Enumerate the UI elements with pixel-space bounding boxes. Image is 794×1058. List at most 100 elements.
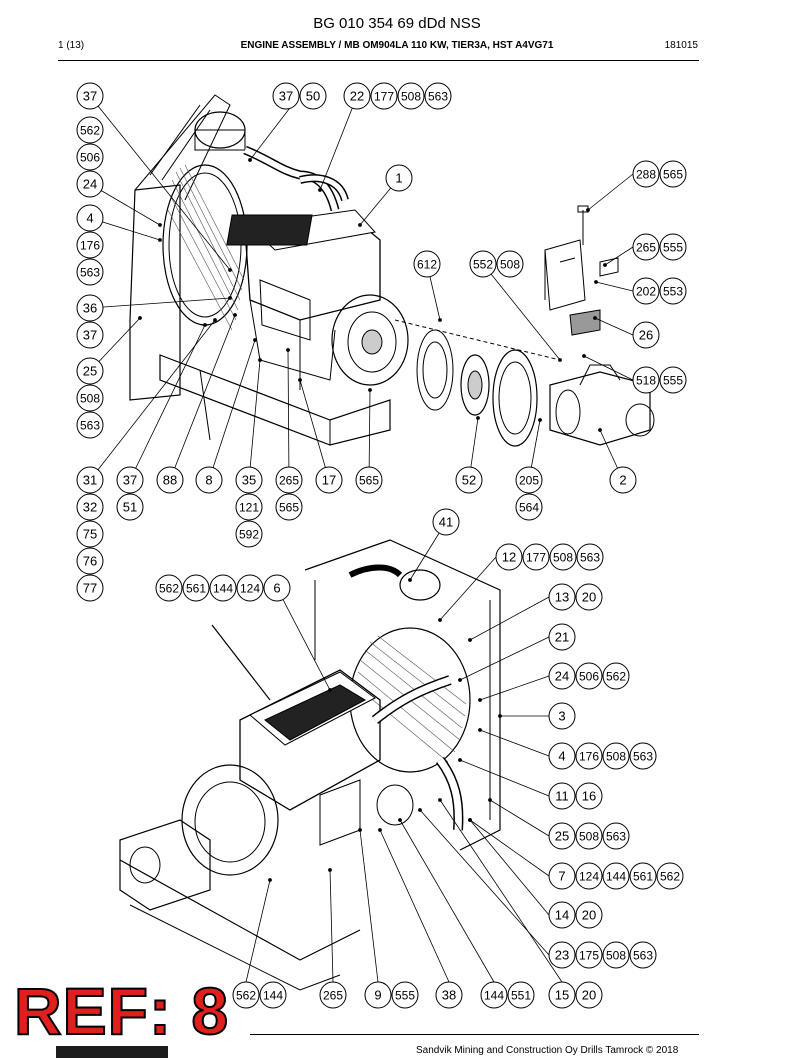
- callout-circle: [659, 366, 687, 394]
- callout-circle: [76, 493, 104, 521]
- leader-endpoint: [498, 714, 502, 718]
- callout-circle: [575, 583, 603, 611]
- callout-number: 76: [83, 554, 97, 569]
- callout-circle: [507, 981, 535, 1009]
- callout-circle: [469, 250, 497, 278]
- callout-number: 144: [606, 870, 626, 884]
- callout-group: 76: [76, 547, 104, 575]
- leader-line: [379, 829, 450, 983]
- leader-endpoint: [138, 316, 142, 320]
- leader-endpoint: [203, 323, 207, 327]
- callout-number: 52: [462, 473, 476, 488]
- callout-circle: [632, 366, 660, 394]
- callout-number: 508: [553, 551, 573, 565]
- assembly-title: ENGINE ASSEMBLY / MB OM904LA 110 KW, TIE…: [240, 40, 554, 51]
- callout-number: 265: [279, 474, 299, 488]
- leader-line: [482, 263, 561, 361]
- callout-circle: [275, 493, 303, 521]
- callout-circle: [116, 493, 144, 521]
- callout-number: 555: [395, 989, 415, 1003]
- callout-circle: [259, 981, 287, 1009]
- callout-number: 612: [417, 258, 437, 272]
- callout-circle: [413, 250, 441, 278]
- callout-circle: [364, 981, 392, 1009]
- leader-endpoint: [476, 416, 480, 420]
- callout-circle: [548, 981, 576, 1009]
- leader-line: [479, 675, 550, 701]
- callout-number: 37: [123, 473, 137, 488]
- callout-number: 8: [205, 473, 212, 488]
- leader-endpoint: [438, 798, 442, 802]
- callout-circle: [432, 508, 460, 536]
- callout-circle: [76, 258, 104, 286]
- leader-line: [459, 759, 550, 797]
- leader-endpoint: [478, 698, 482, 702]
- callout-number: 14: [555, 908, 569, 923]
- leader-line: [469, 819, 550, 916]
- leader-line: [169, 314, 236, 481]
- leader-endpoint: [358, 223, 362, 227]
- callout-circle: [263, 574, 291, 602]
- callout-number: 176: [579, 750, 599, 764]
- callout-number: 506: [80, 151, 100, 165]
- callout-circle: [548, 782, 576, 810]
- callout-number: 518: [636, 374, 656, 388]
- leader-line: [129, 324, 206, 481]
- callout-circle: [76, 204, 104, 232]
- leader-endpoint: [478, 728, 482, 732]
- engine-illustration: [119, 94, 655, 991]
- callout-number: 25: [83, 364, 97, 379]
- callout-group: 38: [435, 981, 463, 1009]
- callout-circle: [76, 294, 104, 322]
- callout-circle: [76, 384, 104, 412]
- callout-circle: [575, 782, 603, 810]
- callout-number: 555: [663, 374, 683, 388]
- callout-number: 16: [582, 789, 596, 804]
- leader-line: [208, 339, 256, 481]
- callout-group: 265: [319, 981, 347, 1009]
- callout-circle: [76, 116, 104, 144]
- callout-circle: [235, 466, 263, 494]
- leader-endpoint: [328, 688, 332, 692]
- leader-line: [459, 636, 550, 681]
- callout-circle: [182, 574, 210, 602]
- callout-group: 506: [76, 143, 104, 171]
- callout-circle: [76, 520, 104, 548]
- leader-endpoint: [286, 348, 290, 352]
- leader-line: [399, 819, 495, 983]
- callout-group: 1: [385, 164, 413, 192]
- leader-line: [595, 281, 634, 292]
- callout-group: 6: [263, 574, 291, 602]
- callout-circle: [435, 981, 463, 1009]
- callout-number: 31: [83, 473, 97, 488]
- callout-number: 124: [240, 582, 260, 596]
- callout-circle: [275, 466, 303, 494]
- callout-number: 6: [273, 581, 280, 596]
- callout-circle: [632, 277, 660, 305]
- leader-line: [469, 819, 550, 877]
- callout-number: 4: [86, 211, 93, 226]
- callout-number: 555: [663, 241, 683, 255]
- callout-number: 563: [633, 949, 653, 963]
- callout-number: 561: [633, 870, 653, 884]
- callout-circle: [575, 941, 603, 969]
- callout-circle: [575, 862, 603, 890]
- header-divider: [58, 60, 699, 61]
- callout-circle: [315, 466, 343, 494]
- callout-number: 562: [236, 989, 256, 1003]
- callout-circle: [548, 702, 576, 730]
- callout-group: 24: [76, 170, 104, 198]
- callout-number: 75: [83, 527, 97, 542]
- callout-group: 35: [235, 466, 263, 494]
- callout-number: 563: [80, 266, 100, 280]
- callout-number: 15: [555, 988, 569, 1003]
- callout-number: 25: [555, 829, 569, 844]
- leader-endpoint: [598, 428, 602, 432]
- callout-group: 612: [413, 250, 441, 278]
